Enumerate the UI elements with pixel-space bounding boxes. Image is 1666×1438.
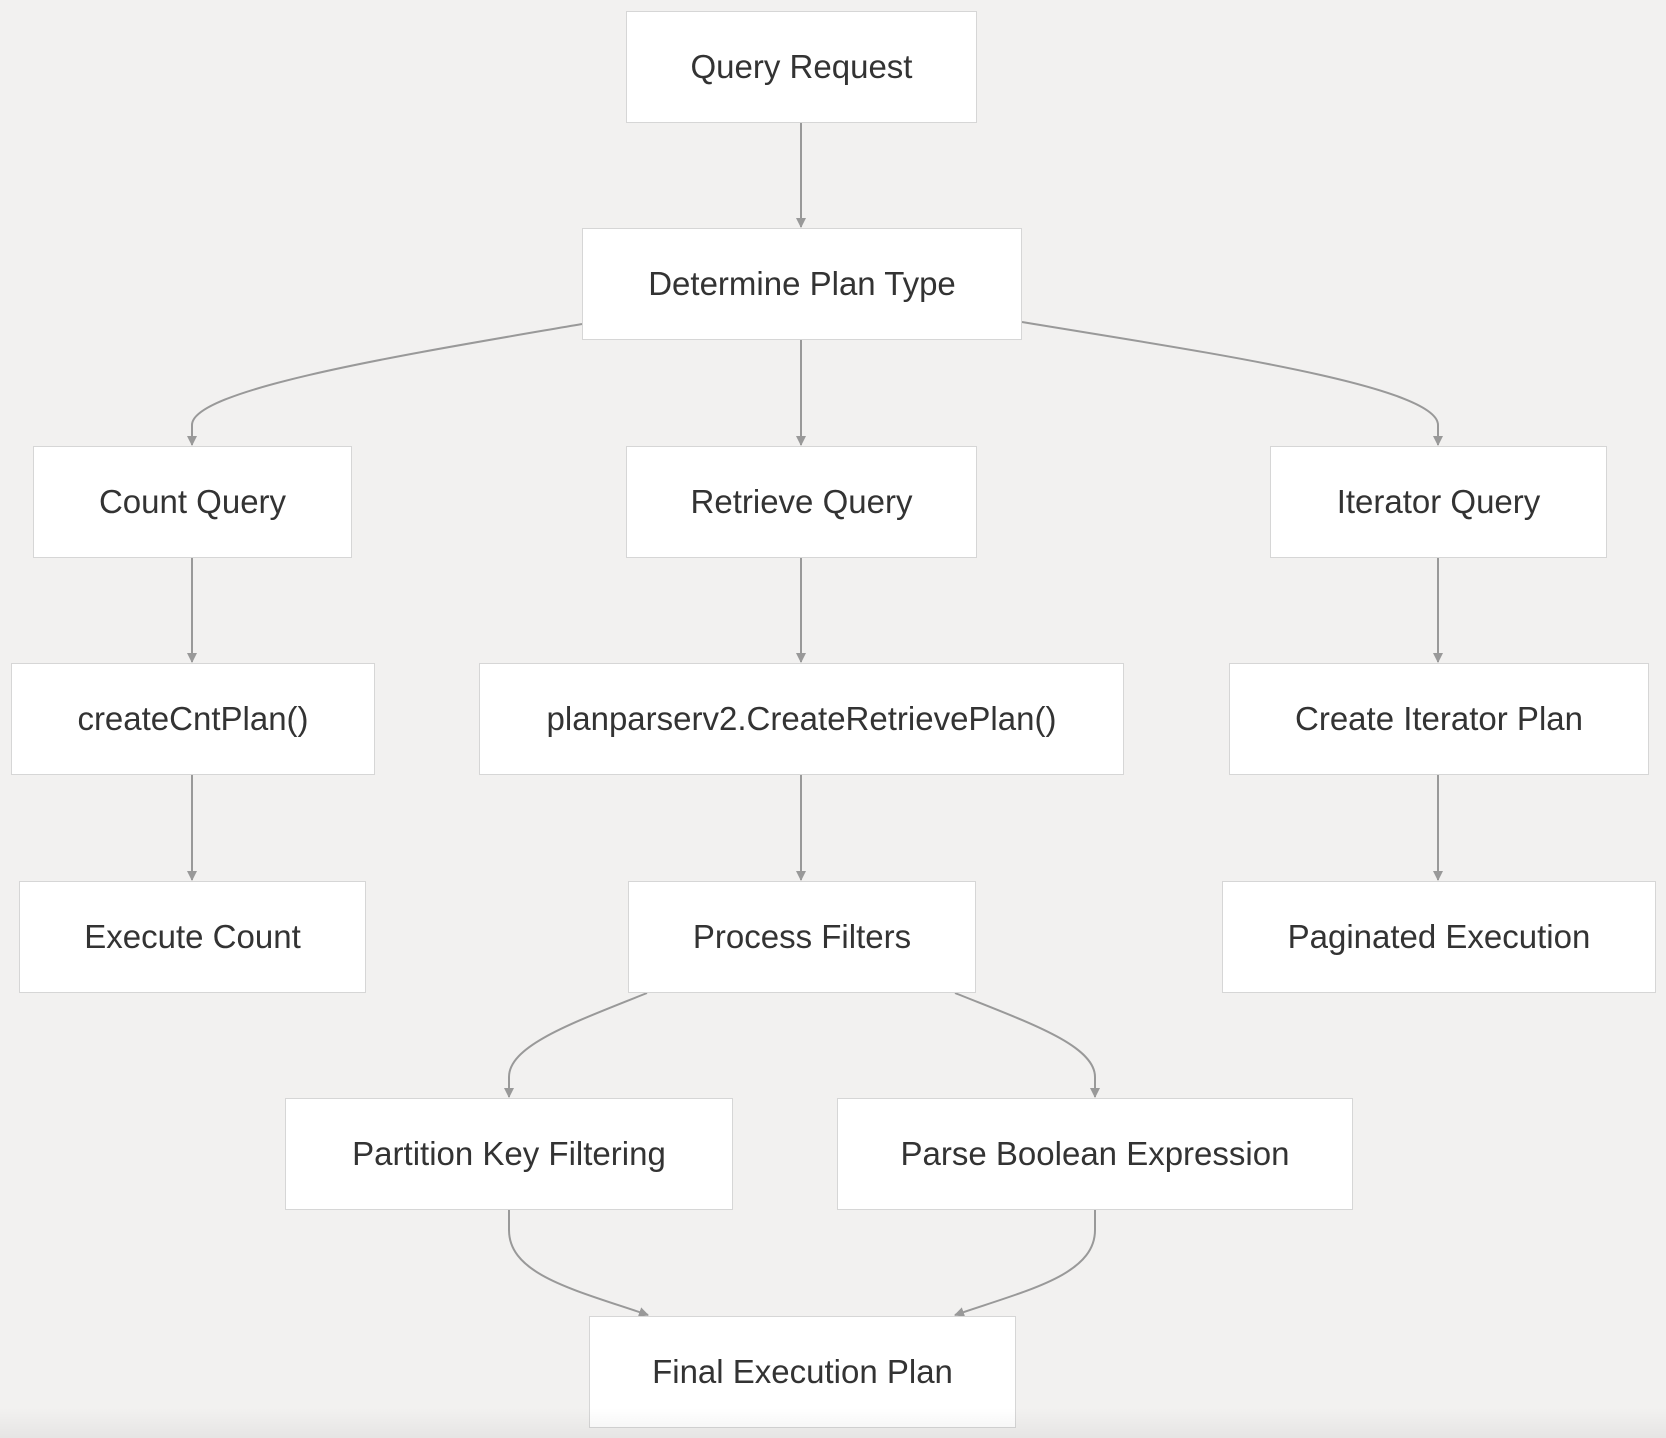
- node-retrieve-query: Retrieve Query: [626, 446, 977, 558]
- node-create-retrieve-plan: planparserv2.CreateRetrievePlan(): [479, 663, 1124, 775]
- edge-partition-key-filtering-to-final-execution-plan: [508, 1210, 649, 1317]
- node-execute-count: Execute Count: [19, 881, 366, 993]
- node-query-request: Query Request: [626, 11, 977, 123]
- node-parse-boolean-expression: Parse Boolean Expression: [837, 1098, 1353, 1210]
- edge-determine-plan-type-to-count-query: [187, 323, 583, 446]
- node-partition-key-filtering: Partition Key Filtering: [285, 1098, 733, 1210]
- node-final-execution-plan: Final Execution Plan: [589, 1316, 1016, 1428]
- edge-determine-plan-type-to-iterator-query: [1021, 321, 1443, 446]
- edge-parse-boolean-expression-to-final-execution-plan: [954, 1210, 1096, 1317]
- node-determine-plan-type: Determine Plan Type: [582, 228, 1022, 340]
- node-create-cnt-plan: createCntPlan(): [11, 663, 375, 775]
- node-create-iterator-plan: Create Iterator Plan: [1229, 663, 1649, 775]
- node-process-filters: Process Filters: [628, 881, 976, 993]
- node-paginated-execution: Paginated Execution: [1222, 881, 1656, 993]
- node-count-query: Count Query: [33, 446, 352, 558]
- edge-process-filters-to-parse-boolean-expression: [954, 992, 1100, 1098]
- edge-process-filters-to-partition-key-filtering: [504, 992, 648, 1098]
- node-iterator-query: Iterator Query: [1270, 446, 1607, 558]
